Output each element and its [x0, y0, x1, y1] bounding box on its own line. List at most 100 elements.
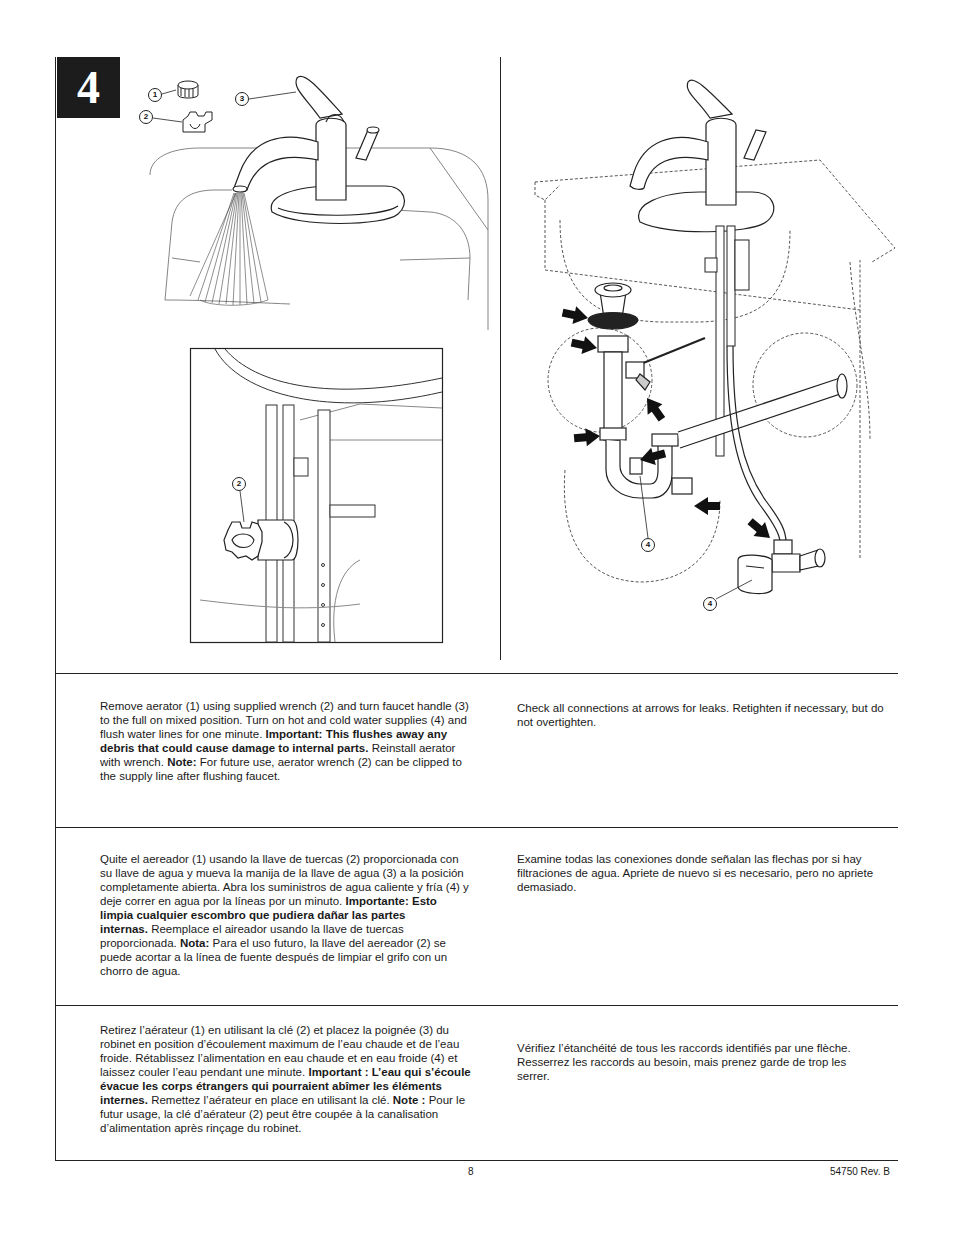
drain-assembly: [837, 374, 847, 398]
faucet-right: [706, 118, 736, 205]
water-spray: [190, 193, 236, 296]
aerator-wrench-clip: [224, 522, 262, 560]
inset-detail: [322, 624, 325, 627]
drain-assembly: [636, 374, 650, 390]
leader-line: [716, 580, 752, 599]
check-arrows: [638, 445, 668, 469]
faucet-right: [630, 80, 774, 232]
faucet: [233, 186, 247, 192]
supply-valve: [815, 549, 825, 567]
leader-line: [153, 90, 296, 122]
faucet: [316, 118, 346, 200]
leader-line: [640, 476, 648, 538]
inset-frame: [191, 349, 443, 643]
instruction-paragraph: Check all connections at arrows for leak…: [517, 701, 889, 729]
page-frame: [500, 57, 501, 660]
faucet: [233, 76, 404, 223]
inset-detail: [294, 458, 308, 476]
instruction-paragraph: Remove aerator (1) using supplied wrench…: [100, 699, 472, 783]
page-frame: [55, 1005, 898, 1006]
water-spray: [219, 193, 237, 304]
faucet: [367, 127, 379, 133]
page-footer: 8: [468, 1166, 476, 1178]
check-arrows: [640, 393, 670, 425]
step-number: 4: [77, 65, 100, 111]
supply-line: [727, 346, 780, 542]
inset-detail: [334, 560, 360, 642]
supply-valve: [772, 554, 800, 572]
sink-outline-dashed: [753, 333, 857, 437]
inset-detail: [225, 349, 442, 389]
leader-line: [240, 491, 244, 522]
inset-detail: [200, 600, 360, 608]
check-arrows: [570, 334, 599, 357]
emphasis-text: Nota:: [180, 937, 209, 949]
callout-number: 4: [641, 538, 655, 552]
sink-outline: [172, 258, 200, 262]
faucet: [278, 206, 398, 215]
sink-outline: [395, 210, 470, 300]
water-spray: [205, 193, 235, 302]
faucet: [234, 137, 318, 192]
supply-line: [733, 346, 786, 542]
drain-assembly: [606, 440, 672, 498]
inset-detail: [215, 349, 442, 403]
faucet: [296, 76, 342, 118]
callout-number: 2: [232, 477, 246, 491]
leader-line: [640, 476, 752, 599]
aerator-wrench-clip: [258, 520, 298, 560]
footer-text: 54750 Rev. B: [830, 1166, 890, 1177]
faucet: [326, 115, 344, 123]
check-arrows: [573, 427, 600, 447]
sink-outline-dashed: [535, 182, 560, 200]
water-spray: [212, 193, 236, 303]
supply-valve: [774, 540, 792, 554]
sink-outline-dashed: [560, 220, 790, 322]
water-spray: [226, 193, 238, 304]
water-spray: [200, 300, 268, 305]
sink-outline: [400, 258, 470, 260]
drain-assembly: [588, 313, 638, 330]
water-spray: [243, 193, 261, 302]
callout-text: 2: [237, 480, 241, 488]
drain-assembly: [604, 352, 622, 440]
supply-valve: [746, 566, 764, 568]
page-frame: [55, 57, 56, 1160]
page-footer: 54750 Rev. B: [830, 1166, 893, 1178]
check-arrows: [561, 304, 590, 327]
callout-number: 3: [235, 92, 249, 106]
inset-detail: [200, 349, 442, 642]
instruction-paragraph: Retirez l’aérateur (1) en utilisant la c…: [100, 1023, 472, 1135]
water-spray: [233, 193, 239, 305]
sink-outline: [165, 300, 290, 304]
aerator-icon: [181, 88, 193, 97]
leader-line: [153, 118, 182, 122]
instruction-text: Check all connections at arrows for leak…: [517, 702, 884, 728]
aerator-wrench-icon: [190, 124, 200, 129]
faucet-right: [630, 137, 708, 189]
drain-assembly: [678, 378, 840, 448]
emphasis-text: Note:: [167, 756, 196, 768]
instruction-text: Vérifiez l’étanchéité de tous les raccor…: [517, 1042, 851, 1082]
inset-detail: [330, 505, 375, 517]
sink-outline-dashed: [535, 160, 895, 582]
callout-text: 3: [240, 95, 244, 103]
aerator-icon: [178, 81, 198, 89]
sink-outline: [165, 190, 232, 300]
drain-assembly: [604, 285, 622, 291]
faucet-shanks: [705, 258, 717, 272]
drain-assembly: [600, 428, 626, 440]
supply-valve: [738, 555, 772, 593]
sink-outline-dashed: [548, 328, 652, 432]
instruction-paragraph: Vérifiez l’étanchéité de tous les raccor…: [517, 1041, 879, 1083]
leader-line: [249, 92, 296, 99]
leader-line: [240, 491, 244, 522]
check-arrows: [561, 304, 776, 545]
callout-text: 4: [708, 600, 712, 608]
faucet-right: [687, 80, 732, 118]
water-spray: [240, 193, 241, 305]
emphasis-text: Note :: [393, 1094, 426, 1106]
faucet-shanks: [735, 240, 749, 290]
